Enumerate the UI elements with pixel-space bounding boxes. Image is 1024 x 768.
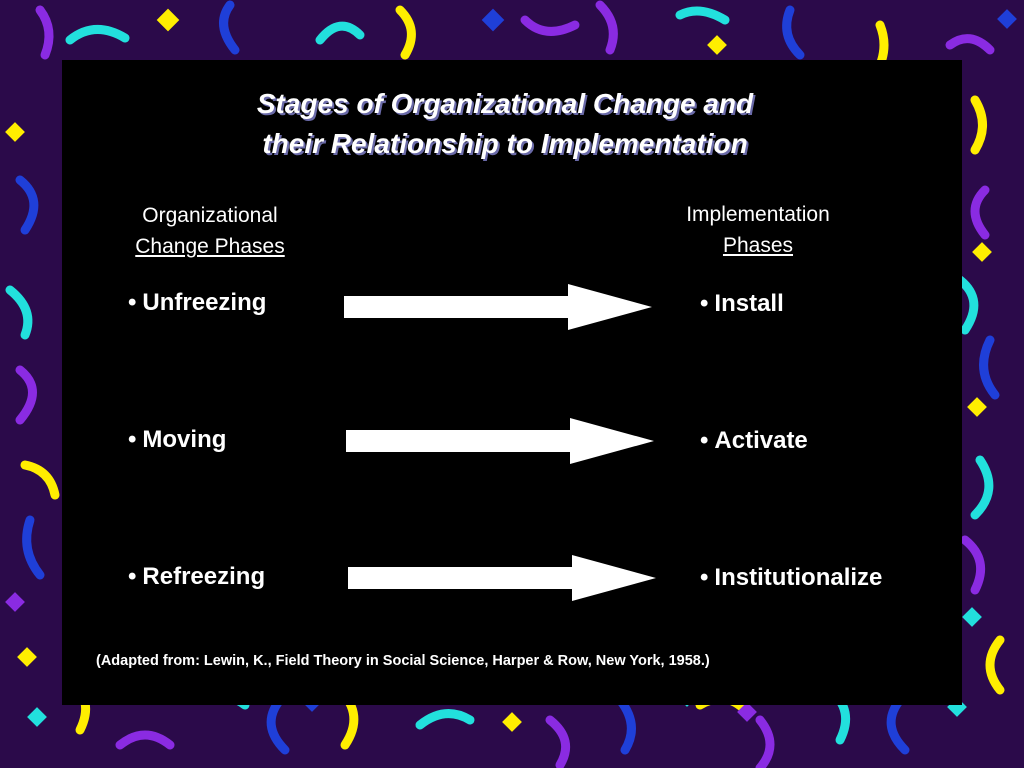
arrow-moving-to-activate	[346, 418, 654, 464]
bullet: •	[128, 563, 137, 590]
bullet: •	[700, 290, 709, 317]
right-item-label: Institutionalize	[714, 564, 883, 591]
title-line-1: Stages of Organizational Change and	[256, 88, 754, 119]
right-heading-line-1: Implementation	[686, 203, 830, 226]
left-item-unfreezing: •Unfreezing	[128, 289, 266, 317]
bullet: •	[128, 426, 137, 453]
right-item-label: Activate	[714, 427, 808, 454]
right-heading-line-2: Phases	[722, 234, 794, 257]
left-item-label: Unfreezing	[142, 289, 267, 316]
right-item-label: Install	[714, 290, 784, 317]
right-item-activate: •Activate	[700, 427, 808, 455]
left-item-label: Refreezing	[142, 563, 266, 590]
left-item-refreezing: •Refreezing	[128, 563, 265, 591]
bullet: •	[700, 427, 709, 454]
arrow-unfreezing-to-install	[344, 284, 652, 330]
left-heading-line-1: Organizational	[142, 204, 278, 227]
right-item-install: •Install	[700, 290, 784, 318]
right-item-institutionalize: •Institutionalize	[700, 564, 882, 592]
slide-title: Stages of Organizational Change and thei…	[0, 84, 1024, 164]
bullet: •	[700, 564, 709, 591]
left-item-moving: •Moving	[128, 426, 226, 454]
left-heading-line-2: Change Phases	[135, 235, 285, 258]
arrow-refreezing-to-institutionalize	[348, 555, 656, 601]
left-column-heading: Organizational Change Phases	[100, 200, 320, 262]
bullet: •	[128, 289, 137, 316]
citation-text: (Adapted from: Lewin, K., Field Theory i…	[96, 653, 710, 669]
title-line-2: their Relationship to Implementation	[262, 128, 748, 159]
right-column-heading: Implementation Phases	[648, 199, 868, 261]
slide-panel	[62, 60, 962, 705]
left-item-label: Moving	[142, 426, 227, 453]
